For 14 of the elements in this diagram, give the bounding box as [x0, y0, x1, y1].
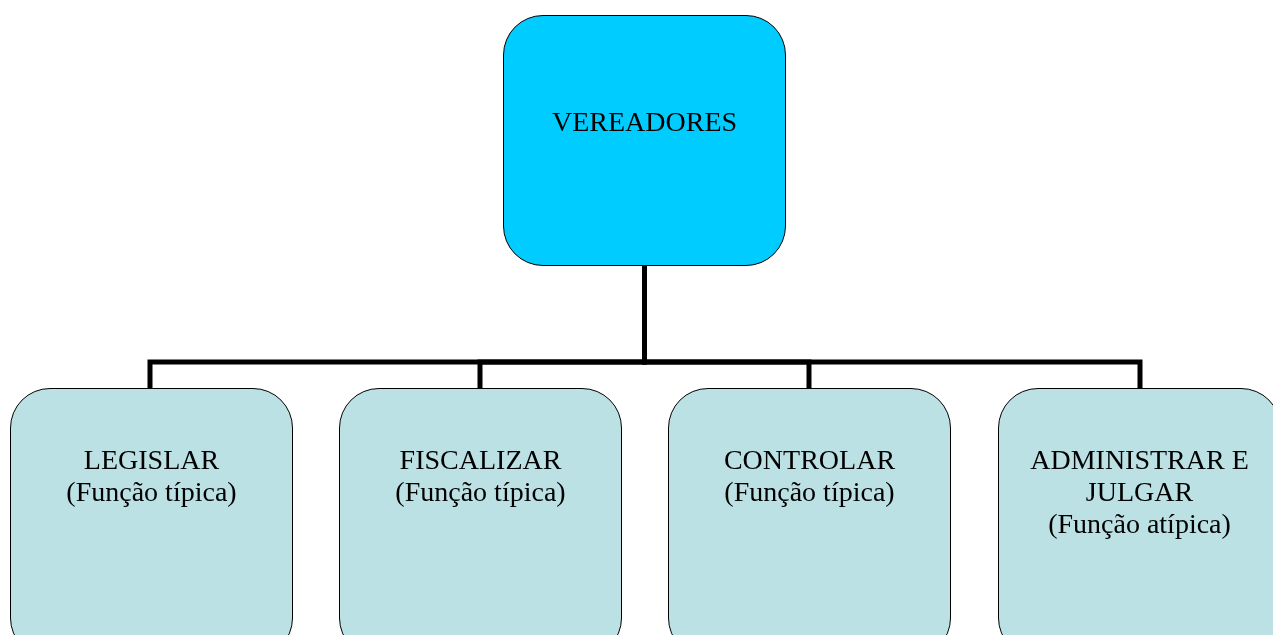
box-title: CONTROLAR — [723, 444, 896, 476]
box-title: ADMINISTRAR E JULGAR — [1029, 444, 1250, 508]
box-subtitle: (Função atípica) — [1048, 508, 1231, 540]
rounded-box — [339, 388, 622, 635]
box-subtitle: (Função típica) — [395, 476, 566, 508]
box-title: VEREADORES — [551, 106, 738, 138]
box-title: FISCALIZAR — [399, 444, 562, 476]
rounded-box — [998, 388, 1273, 635]
box-title: LEGISLAR — [83, 444, 220, 476]
rounded-box — [10, 388, 293, 635]
box-subtitle: (Função típica) — [66, 476, 237, 508]
rounded-box — [503, 15, 786, 266]
box-subtitle: (Função típica) — [724, 476, 895, 508]
rounded-box — [668, 388, 951, 635]
